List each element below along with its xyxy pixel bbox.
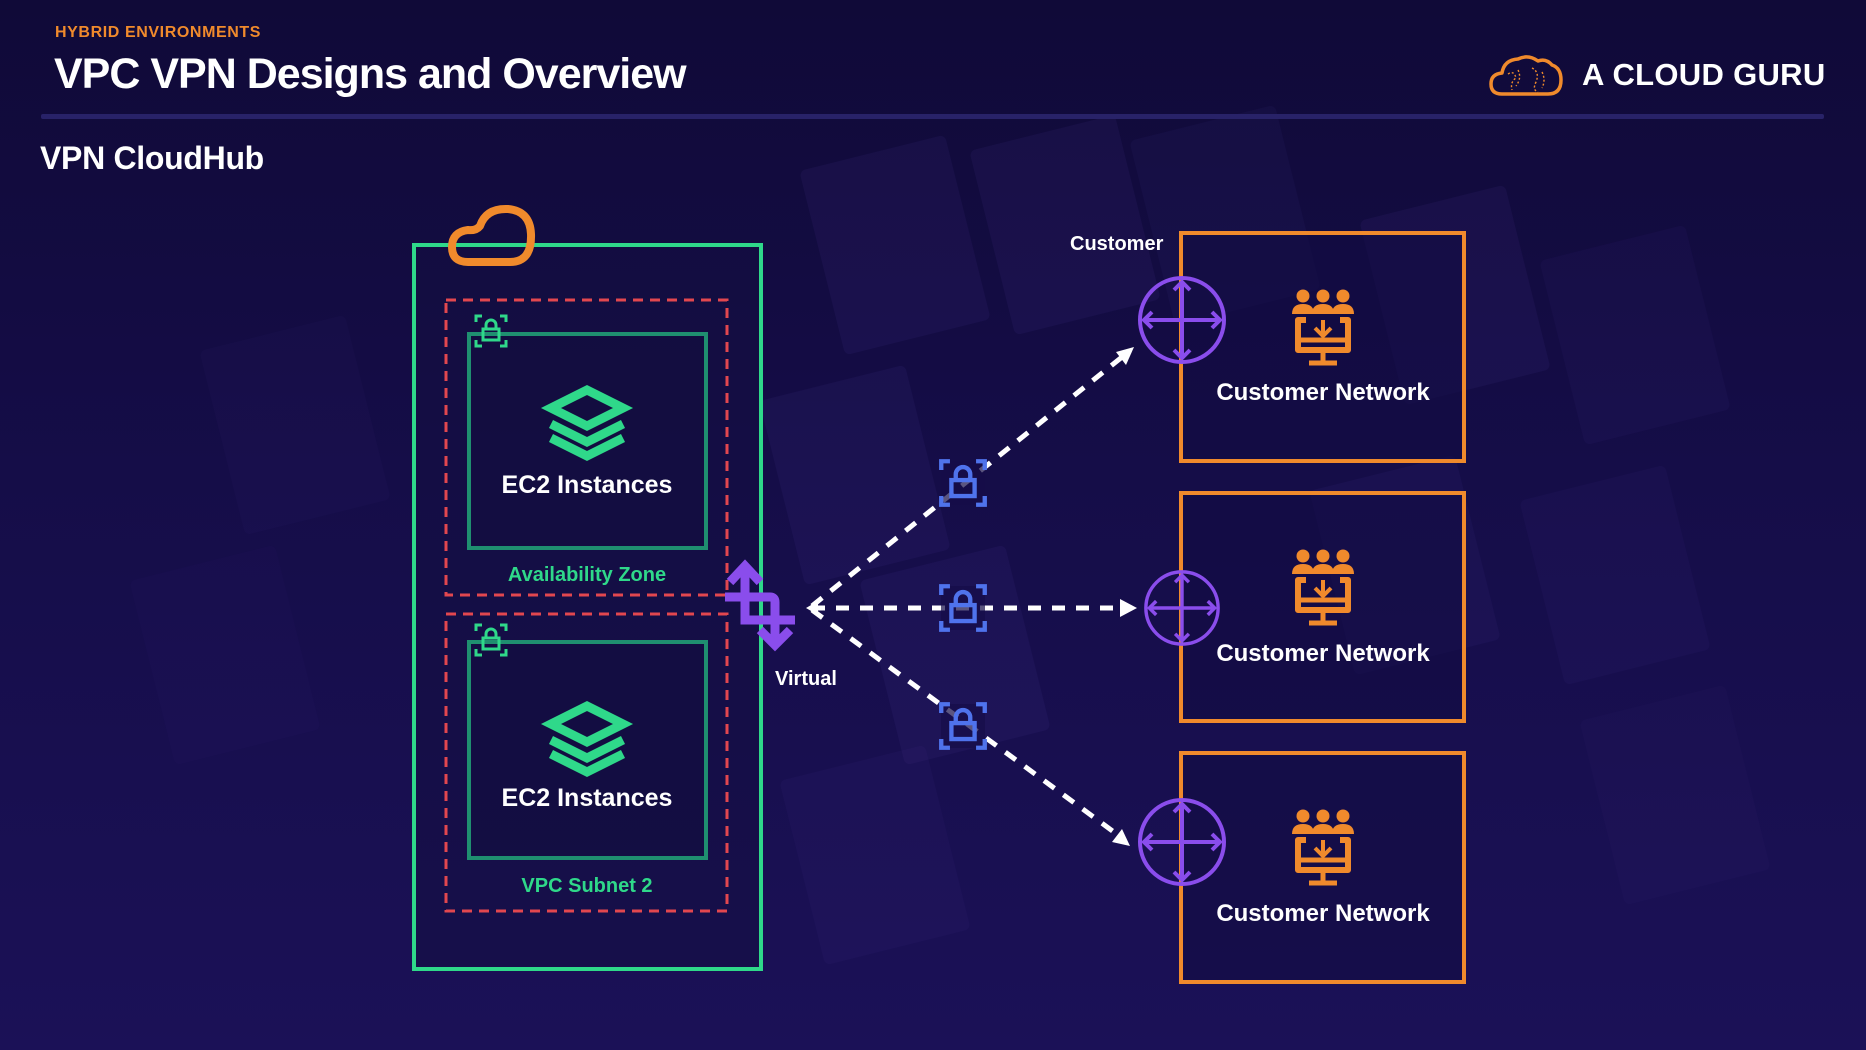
- brand-logo: A CLOUD GURU: [1488, 52, 1826, 98]
- connection-origin-arrow: [806, 601, 818, 615]
- ec2-label: EC2 Instances: [502, 471, 673, 499]
- subnet-vpc-subnet-2: EC2 Instances VPC Subnet 2: [444, 612, 729, 913]
- customer-gateway-label: Customer: [1070, 233, 1164, 255]
- header-divider: [41, 114, 1824, 119]
- router-icon: [1144, 570, 1220, 646]
- section-eyebrow: HYBRID ENVIRONMENTS: [55, 24, 262, 41]
- vpn-lock-icon: [941, 461, 985, 505]
- subnet-boundary: [444, 298, 729, 597]
- customer-network-label: Customer Network: [1216, 900, 1430, 927]
- cloud-guru-logo-icon: [1489, 55, 1563, 96]
- vpn-lock-icon: [941, 704, 985, 748]
- subnet-label: Availability Zone: [508, 564, 666, 586]
- customer-network-label: Customer Network: [1216, 640, 1430, 667]
- customer-network-3: Customer Network: [1179, 751, 1466, 984]
- virtual-gateway-label: Virtual: [775, 668, 837, 690]
- router-icon: [1138, 276, 1226, 364]
- vpn-lock-icon: [941, 586, 985, 630]
- vpn-connection-bottom: [810, 607, 1130, 846]
- subnet-label: VPC Subnet 2: [521, 875, 652, 897]
- brand-name: A CLOUD GURU: [1582, 57, 1826, 92]
- customer-network-label: Customer Network: [1216, 379, 1430, 406]
- customer-network-2: Customer Network: [1179, 491, 1466, 723]
- slide-subtitle: VPN CloudHub: [40, 140, 264, 176]
- subnet-availability-zone: EC2 Instances Availability Zone: [444, 298, 729, 597]
- ec2-label: EC2 Instances: [502, 784, 673, 812]
- ec2-group-box: [467, 640, 708, 860]
- page-title: VPC VPN Designs and Overview: [54, 50, 687, 98]
- subnet-boundary: [444, 612, 729, 913]
- router-icon: [1138, 798, 1226, 886]
- cloud-icon: [448, 204, 536, 266]
- customer-network-1: Customer Network: [1179, 231, 1466, 463]
- virtual-private-gateway-icon: [725, 559, 795, 652]
